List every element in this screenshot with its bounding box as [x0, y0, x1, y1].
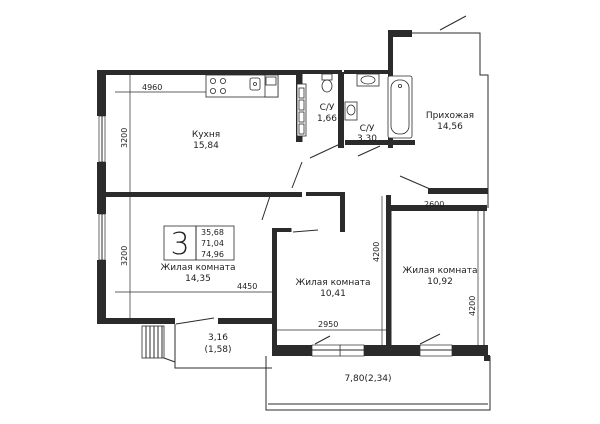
- windows: [98, 115, 453, 357]
- total-with-balconies-value: 74,96: [201, 250, 224, 259]
- dimension-labels: 4960 3200 3200 4450 2950 4200 2600 4200: [120, 83, 477, 329]
- living1-area: 14,35: [185, 274, 211, 284]
- loggia1-area: 3,16: [208, 333, 228, 343]
- dim-living3-height: 4200: [468, 296, 477, 316]
- dimension-lines: [115, 75, 484, 345]
- thin-walls: [141, 32, 491, 411]
- kitchen-name: Кухня: [192, 130, 220, 140]
- dim-living2-height: 4200: [372, 242, 381, 262]
- dim-living1-width: 4450: [237, 282, 257, 291]
- doors: [175, 15, 467, 345]
- bath1-area: 1,66: [317, 114, 337, 124]
- bath2-area: 3,30: [357, 134, 377, 144]
- total-area-value: 71,04: [201, 239, 224, 248]
- bathroom-fixtures: [296, 73, 413, 139]
- dim-living3-width: 2600: [424, 200, 444, 209]
- living3-name: Жилая комната: [403, 266, 478, 276]
- kitchen-counter: [205, 74, 279, 98]
- bath1-name: С/У: [320, 103, 335, 113]
- loggia2-area: 7,80(2,34): [344, 374, 391, 384]
- dim-living2-width: 2950: [318, 320, 338, 329]
- loggia1-area-reduced: (1,58): [204, 345, 231, 355]
- bath2-name: С/У: [360, 124, 375, 134]
- rooms-count: 3: [170, 227, 189, 262]
- summary-box: 3 35,68 71,04 74,96: [163, 225, 235, 262]
- dim-kitchen-height: 3200: [120, 128, 129, 148]
- living2-name: Жилая комната: [296, 278, 371, 288]
- living2-area: 10,41: [320, 289, 346, 299]
- dim-kitchen-width: 4960: [142, 83, 162, 92]
- hall-name: Прихожая: [426, 111, 474, 121]
- dim-living1-height: 3200: [120, 246, 129, 266]
- living3-area: 10,92: [427, 277, 453, 287]
- room-labels: Кухня 15,84 С/У 1,66 С/У 3,30 Прихожая 1…: [161, 103, 478, 384]
- living-area-value: 35,68: [201, 228, 224, 237]
- living1-name: Жилая комната: [161, 263, 236, 273]
- hall-area: 14,56: [437, 122, 463, 132]
- kitchen-area: 15,84: [193, 141, 219, 151]
- walls: [97, 30, 490, 361]
